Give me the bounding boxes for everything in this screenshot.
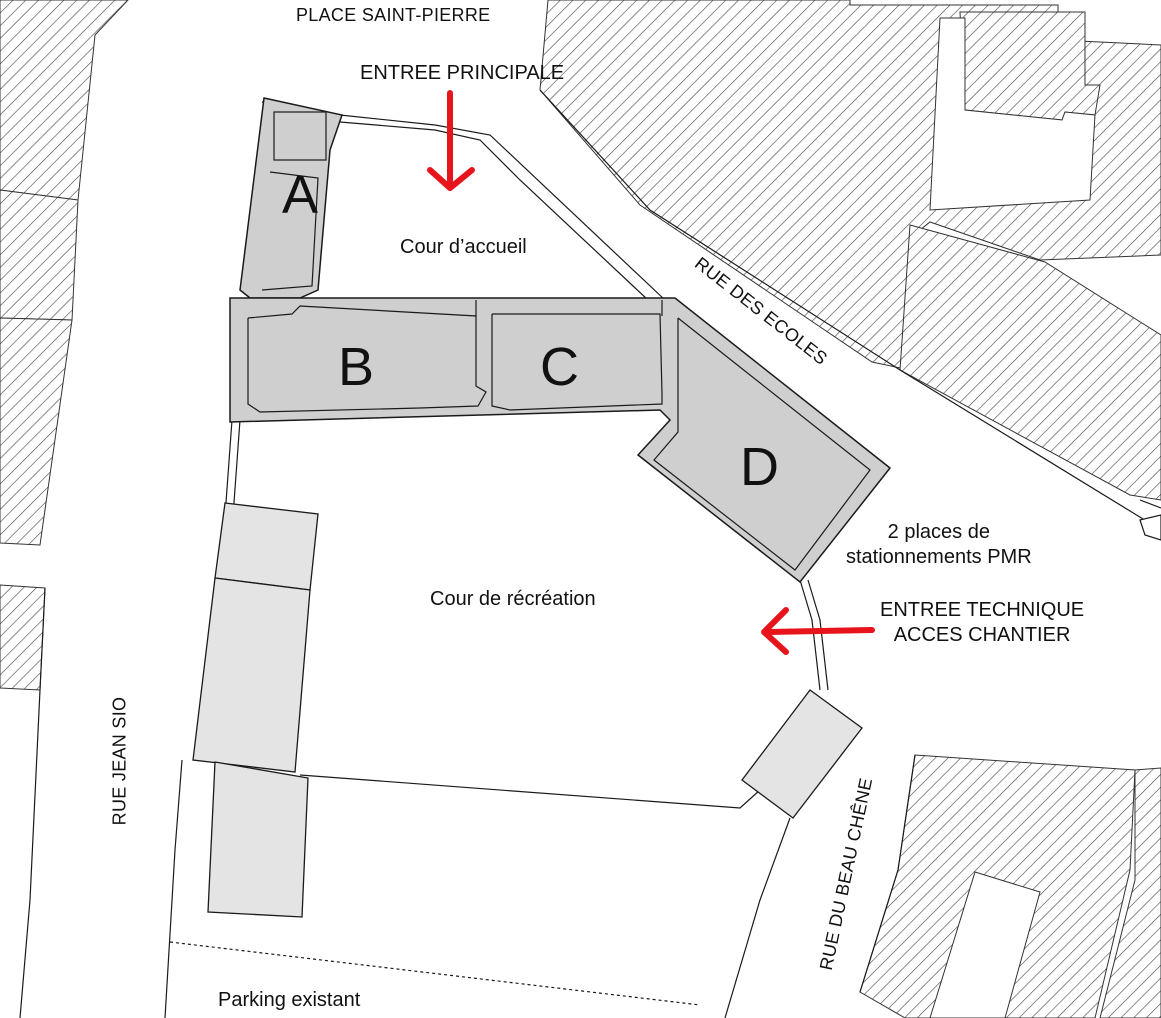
line-rue-jean-sio-west: [19, 587, 46, 1018]
line-rue-beau-chene-west: [724, 817, 791, 1018]
neighbour-block-far-south-east: [1099, 767, 1161, 1018]
line-east-wall-inner: [807, 579, 829, 691]
neighbour-block-west-mid: [0, 189, 79, 321]
line-east-wall: [799, 579, 821, 691]
line-parking-north: [169, 941, 701, 1006]
callout-entree-technique: ENTREE TECHNIQUE ACCES CHANTIER: [880, 598, 1084, 648]
building-b-room: [247, 305, 487, 413]
callout-pmr-parking: 2 places de stationnements PMR: [846, 520, 1032, 570]
label-parking-existant: Parking existant: [218, 989, 361, 1011]
callout-pmr-line-1: 2 places de: [887, 521, 990, 543]
school-buildings: [229, 97, 892, 584]
building-label-c: C: [540, 337, 579, 397]
building-label-a: A: [282, 165, 319, 225]
courtyard-cutouts: [929, 17, 1096, 1018]
building-d-room: [653, 317, 871, 571]
line-rue-beau-chene-east: [859, 754, 916, 993]
building-a-room-1: [273, 111, 327, 161]
neighbour-block-west-bottom: [0, 584, 46, 691]
annex-west-3: [207, 761, 309, 918]
arrow-main-entrance: [427, 90, 475, 191]
building-bcd-shape: [229, 297, 892, 584]
callout-pmr-line-2: stationnements PMR: [846, 546, 1032, 568]
building-a-room-2: [261, 171, 319, 291]
line-rue-jean-sio-east: [164, 759, 183, 1018]
annex-west-2: [192, 577, 311, 773]
label-rue-jean-sio: RUE JEAN SIO: [109, 696, 130, 826]
line-north-wall-inner: [339, 121, 649, 301]
building-c-room: [491, 313, 663, 411]
building-label-b: B: [338, 337, 375, 397]
neighbour-block-east-mid: [899, 224, 1161, 501]
cutout-south-east: [929, 871, 1041, 1018]
callout-entree-technique-line-1: ENTREE TECHNIQUE: [880, 599, 1085, 621]
label-place-saint-pierre: PLACE SAINT-PIERRE: [296, 5, 491, 25]
line-rue-des-ecoles-end: [1139, 499, 1161, 509]
corner-marker: [1139, 514, 1161, 541]
entrance-arrows: [427, 90, 875, 655]
building-interior-lines: [247, 111, 871, 571]
annex-west-1: [214, 502, 319, 591]
annex-buildings: [192, 502, 863, 918]
arrow-technical-entrance: [761, 607, 875, 655]
building-label-d: D: [740, 437, 779, 497]
callout-entree-technique-line-2: ACCES CHANTIER: [893, 624, 1071, 646]
label-cour-recreation: Cour de récréation: [430, 588, 596, 610]
label-cour-accueil: Cour d’accueil: [400, 236, 527, 258]
line-recreation-south: [299, 774, 761, 809]
cutout-north: [929, 17, 1096, 211]
line-rue-des-ecoles-east: [539, 89, 1161, 531]
neighbour-block-north-corner: [959, 11, 1101, 121]
neighbour-block-west-low: [0, 317, 73, 546]
neighbour-block-west-top: [0, 0, 129, 201]
callout-entree-principale: ENTREE PRINCIPALE: [360, 62, 565, 84]
annex-south-east: [741, 689, 863, 819]
building-a-shape: [239, 97, 343, 299]
